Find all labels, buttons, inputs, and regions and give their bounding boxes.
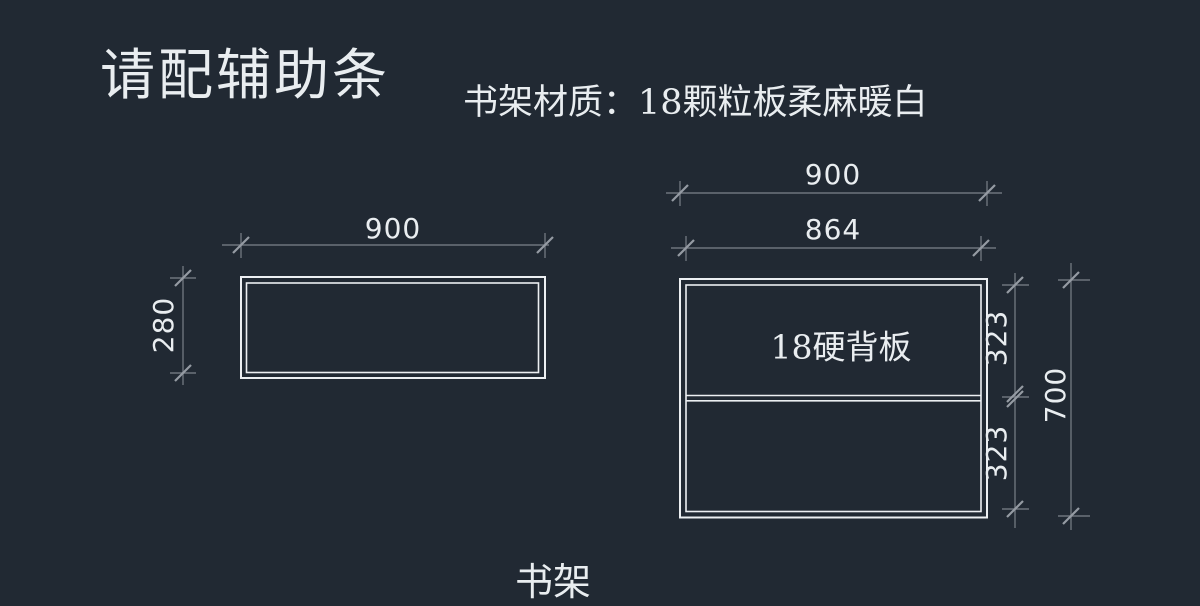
tick-mark	[1006, 500, 1024, 518]
front-view-inner-width-dim-label: 864	[804, 213, 862, 246]
tick-mark	[1062, 507, 1080, 525]
top-view-depth-dim-label: 280	[147, 296, 180, 354]
material-note: 书架材质：18颗粒板柔麻暖白	[463, 83, 928, 123]
tick-mark	[1006, 276, 1024, 294]
front-view-height-dim-label: 700	[1039, 366, 1072, 424]
back-panel-label: 18硬背板	[770, 327, 912, 367]
drawing-title: 书架	[515, 560, 592, 604]
tick-mark	[232, 236, 250, 254]
top-view-drawing	[240, 276, 546, 379]
note-title: 请配辅助条	[100, 43, 391, 107]
tick-mark	[536, 236, 554, 254]
front-view-upper-section-dim-label: 323	[980, 309, 1013, 367]
tick-mark	[677, 239, 695, 257]
top-view-inner-rect	[245, 282, 540, 374]
front-view-outer-width-dim-label: 900	[804, 158, 862, 191]
front-view-lower-section-dim-label: 323	[980, 424, 1013, 482]
dimension-lines	[170, 181, 1090, 530]
tick-mark	[174, 269, 192, 287]
tick-mark	[174, 364, 192, 382]
front-view-drawing	[679, 278, 988, 519]
tick-mark	[978, 184, 996, 202]
tick-mark	[972, 239, 990, 257]
front-view-outer-rect	[679, 278, 988, 519]
tick-mark	[671, 184, 689, 202]
dimension-ticks	[174, 184, 1080, 525]
top-view-outer-rect	[240, 276, 546, 379]
tick-mark	[1006, 390, 1024, 408]
tick-mark	[1062, 271, 1080, 289]
front-view-inner-rect	[685, 284, 982, 513]
tick-mark	[1006, 385, 1024, 403]
top-view-width-dim-label: 900	[364, 212, 422, 245]
